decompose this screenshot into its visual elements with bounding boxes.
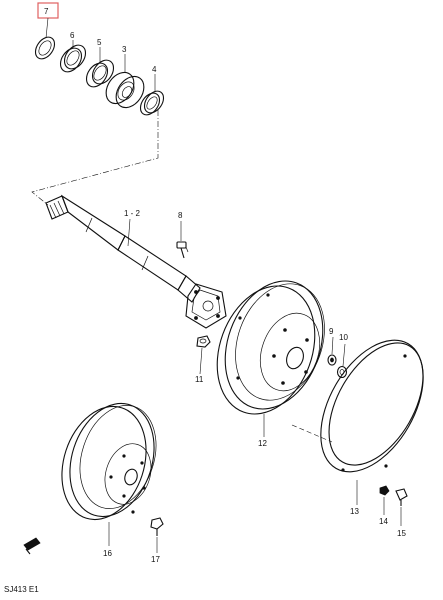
part-14-nut[interactable] (379, 485, 390, 496)
part-17-bolt[interactable] (150, 517, 164, 536)
part-12-brake-drum[interactable] (200, 267, 340, 428)
part-7-retainer-ring[interactable] (32, 34, 59, 63)
label-part-4[interactable]: 4 (152, 65, 157, 74)
part-15-bolt[interactable] (395, 488, 408, 506)
label-part-6[interactable]: 6 (70, 31, 75, 40)
label-part-8[interactable]: 8 (178, 211, 183, 220)
label-part-9[interactable]: 9 (329, 327, 334, 336)
part-6-oil-seal[interactable] (56, 41, 90, 76)
part-9-hub-nut[interactable] (327, 354, 337, 366)
part-5-bearing-retainer[interactable] (82, 56, 118, 91)
diagram-code: SJ413 E1 (4, 585, 39, 594)
label-part-12[interactable]: 12 (258, 439, 267, 448)
label-part-3[interactable]: 3 (122, 45, 127, 54)
part-3-wheel-bearing[interactable] (100, 67, 149, 113)
label-part-7[interactable]: 7 (44, 7, 49, 16)
label-part-5[interactable]: 5 (97, 38, 102, 47)
clip-icon (23, 537, 41, 555)
part-13-backing-plate[interactable] (300, 323, 443, 490)
part-4-inner-seal[interactable] (137, 88, 168, 119)
label-part-1-2[interactable]: 1 - 2 (124, 209, 141, 218)
label-part-17[interactable]: 17 (151, 555, 160, 564)
label-part-14[interactable]: 14 (379, 517, 388, 526)
part-1-2-axle-shaft[interactable] (45, 194, 227, 329)
label-part-13[interactable]: 13 (350, 507, 359, 516)
label-part-16[interactable]: 16 (103, 549, 112, 558)
label-part-10[interactable]: 10 (339, 333, 348, 342)
part-11-nut[interactable] (196, 335, 211, 348)
label-part-11[interactable]: 11 (195, 375, 204, 384)
part-16-brake-drum[interactable] (48, 392, 169, 530)
part-8-bolt[interactable] (176, 241, 189, 259)
label-part-15[interactable]: 15 (397, 529, 406, 538)
